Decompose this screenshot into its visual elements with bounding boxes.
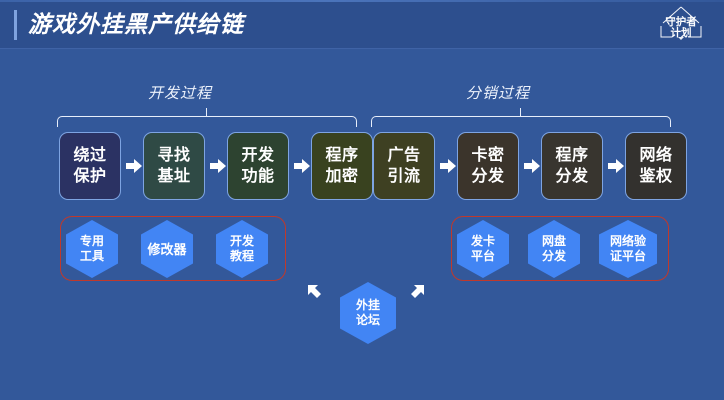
stage-label-line2: 分发: [555, 168, 589, 185]
hex-label-line1: 专用: [79, 234, 104, 248]
stage-label-line2: 加密: [325, 168, 359, 185]
arrow-right-icon: [524, 159, 540, 173]
hex-network-verification-platform[interactable]: 网络验 证平台: [599, 220, 657, 278]
stage-label-line2: 引流: [387, 168, 421, 185]
hex-cheat-forum[interactable]: 外挂 论坛: [340, 282, 396, 344]
hex-label-line2: 分发: [541, 249, 566, 263]
hex-netdisk-distribution[interactable]: 网盘 分发: [528, 220, 580, 278]
stage-label-line2: 基址: [157, 168, 191, 185]
hex-label-line2: 工具: [79, 249, 104, 263]
arrow-up-left-icon: [307, 284, 327, 304]
header-bar: 游戏外挂黑产供给链: [0, 0, 724, 49]
hex-label-line1: 开发: [229, 234, 254, 248]
hex-label-line1: 外挂: [355, 298, 380, 312]
stage-label-line2: 分发: [471, 168, 505, 185]
stage-label-line1: 程序: [555, 147, 589, 164]
stage-card-key-distribution[interactable]: 卡密 分发: [457, 132, 519, 200]
stage-bypass-protection[interactable]: 绕过 保护: [59, 132, 121, 200]
stage-ad-traffic[interactable]: 广告 引流: [373, 132, 435, 200]
arrow-right-icon: [440, 159, 456, 173]
bracket-development: [57, 116, 357, 127]
arrow-up-right-icon: [405, 284, 425, 304]
hex-label-line1: 网络验: [609, 234, 646, 248]
phase-label-development: 开发过程: [148, 85, 213, 102]
stage-program-distribution[interactable]: 程序 分发: [541, 132, 603, 200]
stage-label-line1: 程序: [325, 147, 359, 164]
bracket-distribution: [371, 116, 671, 127]
logo-line2: 计划: [671, 26, 692, 39]
arrow-right-icon: [210, 159, 226, 173]
guardian-program-logo: 守护者 计划: [650, 4, 712, 46]
hex-label-line1: 修改器: [147, 241, 187, 257]
stage-label-line2: 功能: [241, 168, 275, 185]
bracket-tick-distribution: [520, 108, 522, 116]
stage-label-line1: 卡密: [471, 147, 505, 164]
stage-program-encryption[interactable]: 程序 加密: [311, 132, 373, 200]
stage-label-line1: 广告: [387, 147, 421, 164]
stage-label-line2: 鉴权: [639, 168, 673, 185]
stage-label-line1: 绕过: [73, 147, 107, 164]
header-top-highlight: [0, 0, 724, 2]
hex-label-line2: 教程: [229, 249, 254, 263]
header-accent-bar: [14, 10, 17, 40]
hex-label-line2: 论坛: [355, 313, 380, 327]
arrow-right-icon: [608, 159, 624, 173]
stage-network-authorization[interactable]: 网络 鉴权: [625, 132, 687, 200]
stage-develop-features[interactable]: 开发 功能: [227, 132, 289, 200]
hex-label-line2: 平台: [470, 249, 495, 263]
page-title: 游戏外挂黑产供给链: [28, 11, 244, 37]
arrow-right-icon: [294, 159, 310, 173]
group-outline-distribution-platforms: [451, 216, 669, 281]
hex-label-line2: 证平台: [609, 249, 646, 263]
logo-line1: 守护者: [665, 15, 697, 28]
arrow-right-icon: [126, 159, 142, 173]
stage-label-line1: 寻找: [157, 147, 191, 164]
group-outline-development-tools: [60, 216, 286, 281]
stage-label-line1: 开发: [241, 147, 275, 164]
hex-label-line1: 网盘: [541, 234, 566, 248]
bracket-tick-development: [206, 108, 208, 116]
stage-label-line1: 网络: [639, 147, 673, 164]
hex-label-line1: 发卡: [470, 234, 495, 248]
stage-label-line2: 保护: [73, 168, 107, 185]
stage-find-base-address[interactable]: 寻找 基址: [143, 132, 205, 200]
phase-label-distribution: 分销过程: [466, 85, 531, 102]
